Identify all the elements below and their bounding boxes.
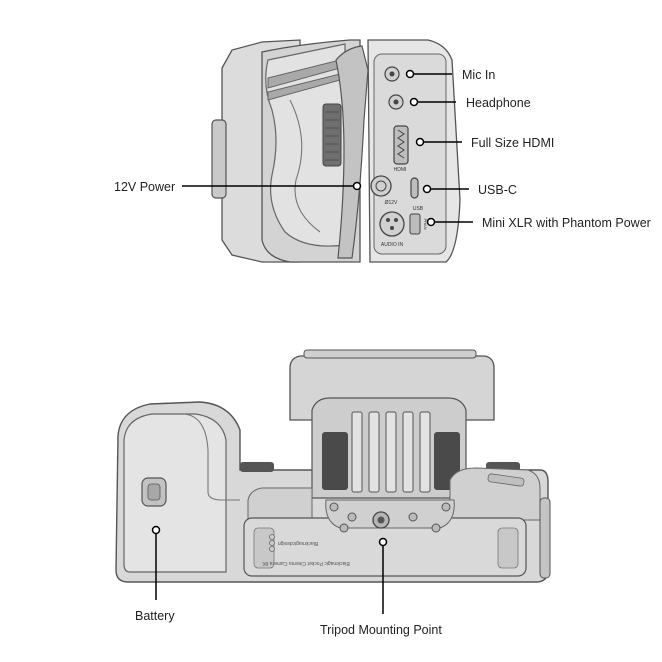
camera-bottom-view: Blackmagicdesign Blackmagic Pocket Cinem… <box>115 349 551 614</box>
hdmi-marker <box>415 137 425 147</box>
left-dial <box>240 462 274 472</box>
usb-c-port <box>410 177 419 199</box>
port-cover-flap <box>335 45 369 259</box>
label-usb-c: USB-C <box>478 183 517 197</box>
bottom-callout-lines <box>151 525 388 614</box>
hump-top-edge <box>303 349 477 359</box>
grip-inner-curve <box>289 99 321 233</box>
engraving-model: Blackmagic Pocket Cinema Camera 6K <box>262 560 350 566</box>
battery-compartment <box>123 413 227 573</box>
usb-c-marker <box>422 184 432 194</box>
label-mini-xlr: Mini XLR with Phantom Power <box>482 216 651 230</box>
grille-lines <box>325 111 339 161</box>
grille-mesh-left <box>322 432 348 490</box>
panel-label-audio-in: AUDIO IN <box>381 242 404 248</box>
label-12v-power: 12V Power <box>114 180 176 194</box>
label-battery: Battery <box>135 609 175 623</box>
tripod-marker <box>378 537 388 547</box>
mini-xlr-marker <box>426 217 436 227</box>
side-grille <box>322 103 342 167</box>
phantom-switch <box>409 213 421 235</box>
panel-label-usb: USB <box>413 206 424 212</box>
battery-marker <box>151 525 161 535</box>
indicator-dots <box>269 534 275 552</box>
lens-mount-edge <box>211 119 227 199</box>
panel-label-phan: PHAN <box>423 218 428 229</box>
left-side-pad <box>247 487 313 521</box>
locating-holes <box>329 502 451 533</box>
mic-in-marker <box>405 69 415 79</box>
label-full-size-hdmi: Full Size HDMI <box>471 136 555 150</box>
headphone-marker <box>409 97 419 107</box>
side-callout-lines <box>182 69 473 227</box>
mini-xlr-connector <box>379 211 405 237</box>
grip-curve <box>183 413 240 501</box>
panel-label-12v: Ø12V <box>385 200 398 206</box>
power-12v-connector <box>370 175 392 197</box>
label-tripod-mounting-point: Tripod Mounting Point <box>320 623 442 637</box>
panel-label-hdmi: HDMI <box>394 167 407 173</box>
hdmi-port <box>393 125 409 165</box>
label-mic-in: Mic In <box>462 68 496 82</box>
camera-side-view: HDMI Ø12V USB AUDIO IN PHAN <box>182 39 473 263</box>
power-12v-marker <box>352 181 362 191</box>
vent-fins <box>351 411 431 493</box>
right-edge <box>539 497 551 579</box>
label-headphone: Headphone <box>466 96 531 110</box>
engraving-brand: Blackmagicdesign <box>278 540 319 546</box>
